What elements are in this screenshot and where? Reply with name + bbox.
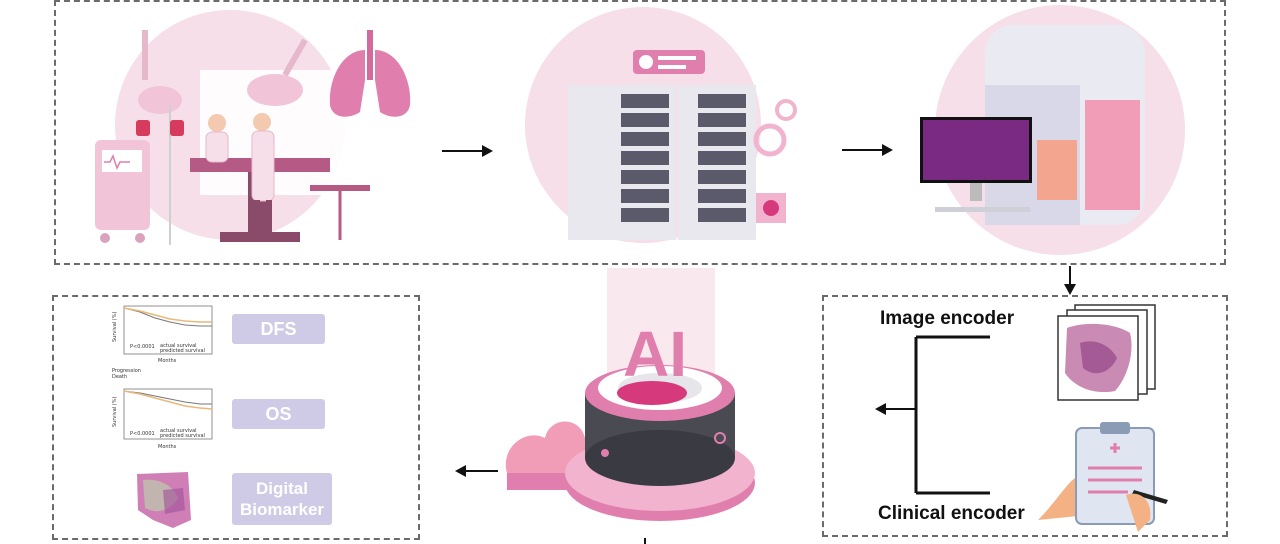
ai-model-illustration: AI: [495, 268, 765, 544]
surgery-illustration: [80, 10, 380, 260]
km-top-xlabel: Months: [158, 358, 177, 364]
km-bottom-ylabel: Survival (%): [112, 397, 118, 427]
os-label: OS: [232, 399, 325, 429]
km-top-legend-predicted: predicted survival: [160, 348, 205, 354]
wsi-stack-icon: [1055, 303, 1160, 403]
clinical-record-icon: [1038, 420, 1173, 535]
km-bottom-xlabel: Months: [158, 444, 177, 450]
arrow-left-ai: [454, 463, 498, 479]
km-top-ylabel: Survival (%): [112, 312, 118, 342]
km-bottom-ptext: P<0.0001: [130, 431, 155, 437]
arrow-right-1: [442, 143, 494, 159]
dfs-label: DFS: [232, 314, 325, 344]
encoder-bracket: [872, 335, 997, 495]
km-plot-bottom: Survival (%) P<0.0001 actual survival pr…: [110, 385, 220, 463]
clinical-encoder-label: Clinical encoder: [878, 503, 1025, 525]
km-between-label-2: Death: [112, 374, 127, 380]
km-top-ptext: P<0.0001: [130, 344, 155, 350]
image-encoder-label: Image encoder: [880, 308, 1014, 330]
scanner-illustration: [915, 5, 1195, 260]
digital-biomarker-label: Digital Biomarker: [232, 473, 332, 525]
km-plot-top: Survival (%) P<0.0001 actual survival pr…: [110, 298, 220, 380]
server-illustration: [518, 10, 818, 260]
ai-letters: AI: [623, 318, 687, 390]
km-bottom-legend-predicted: predicted survival: [160, 433, 205, 439]
arrow-right-2: [842, 142, 894, 158]
biomarker-thumbnail: [133, 470, 193, 532]
arrow-down: [1062, 266, 1078, 296]
